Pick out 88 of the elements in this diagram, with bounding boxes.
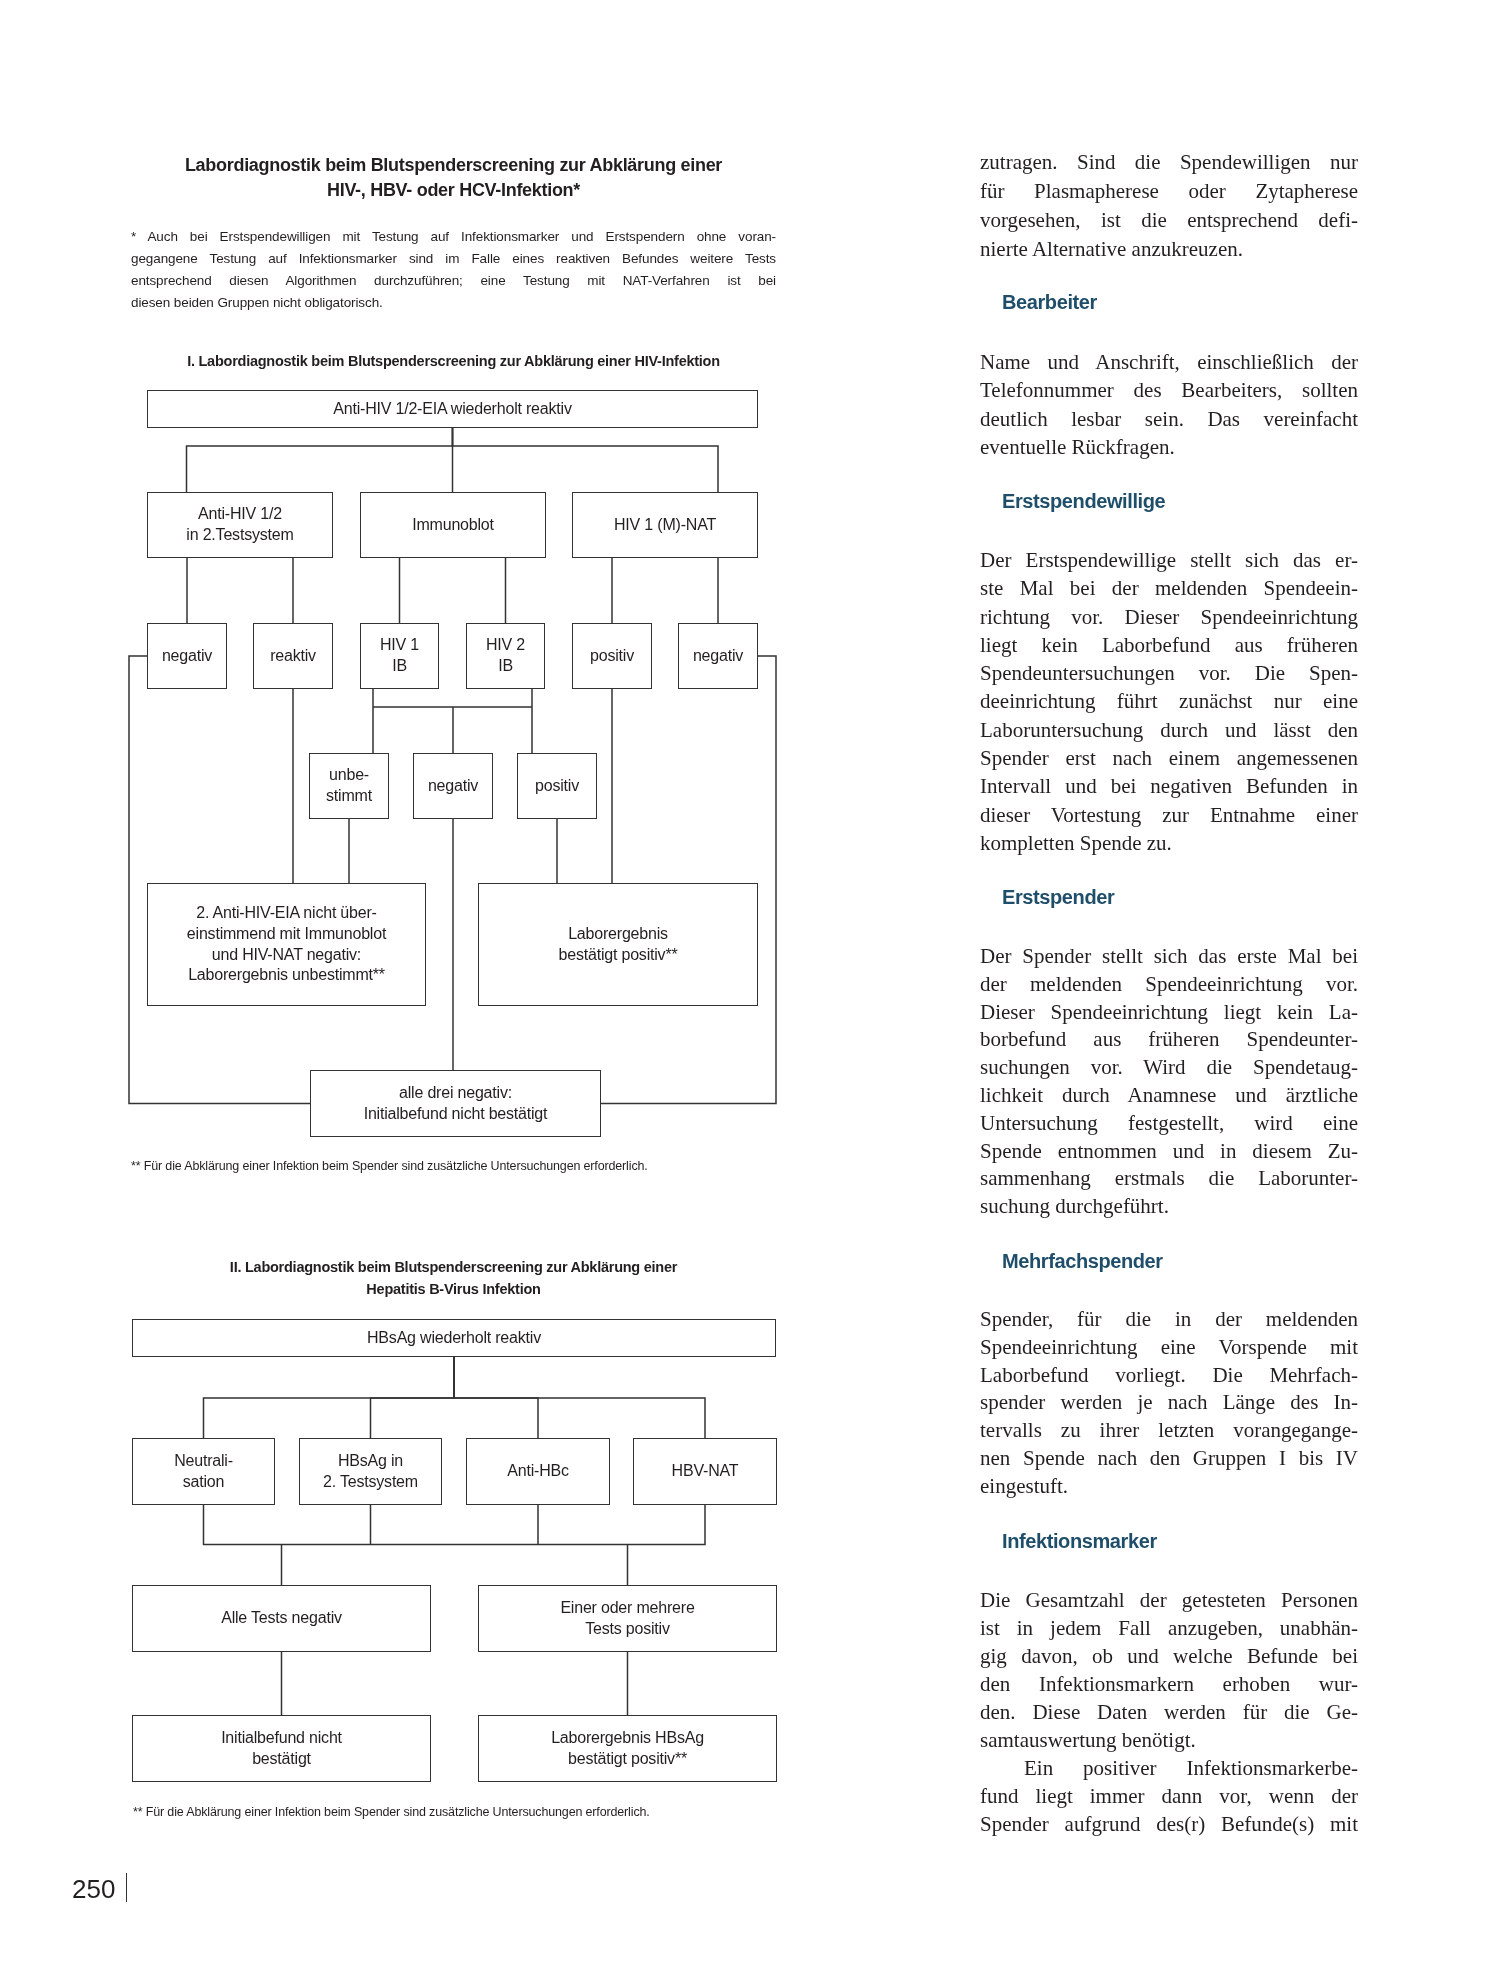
connector-line xyxy=(292,557,294,624)
box-label: Immunoblot xyxy=(412,514,494,535)
box-label: Neutrali- sation xyxy=(174,1450,233,1492)
connector-line xyxy=(186,557,188,624)
connector-line xyxy=(372,688,533,754)
section-heading: Erstspender xyxy=(1002,885,1115,909)
box-label: Anti-HIV 1/2-EIA wiederholt reaktiv xyxy=(333,398,572,419)
body-paragraph: Der Spender stellt sich das erste Mal bei der meldenden Spendeeinrichtung vor. Dieser Spendeeinrichtung liegt kein La- borbefund aus früheren Spendeunter- suchungen vor. Wird die Spendetaug- lichkeit durch Anamnese und ärztliche Untersuchung festgestellt, wird eine Spende entnommen und in diesem Zu- sammenhang erstmals die Laborunter- suchung durchgeführt. xyxy=(980,943,1358,1221)
box-label: unbe- stimmt xyxy=(326,765,372,806)
body-paragraph: Name und Anschrift, einschließlich der Telefonnummer des Bearbeiters, sollten deutlich lesbar sein. Das vereinfacht eventuelle Rückfragen. xyxy=(980,349,1358,462)
flowchart-box xyxy=(413,753,493,819)
flowchart-box xyxy=(633,1438,777,1505)
connector-line xyxy=(452,818,454,1071)
box-label: 2. Anti-HIV-EIA nicht über- einstimmend mit Immunoblot und HIV-NAT negativ: Laborergebnis unbestimmt** xyxy=(186,902,387,986)
flowchart-box xyxy=(572,492,758,558)
connector-line xyxy=(556,818,558,884)
flowchart-box xyxy=(132,1715,431,1782)
connector-line xyxy=(626,1651,629,1716)
connector-line xyxy=(453,1356,706,1439)
connector-line xyxy=(398,557,401,624)
box-label: Laborergebnis HBsAg bestätigt positiv** xyxy=(551,1727,704,1769)
box-label: HIV 1 IB xyxy=(380,635,419,676)
box-label: reaktiv xyxy=(270,645,316,666)
box-label: positiv xyxy=(535,775,579,796)
box-label: negativ xyxy=(427,775,479,796)
body-paragraph: Die Gesamtzahl der getesteten Personen ist in jedem Fall anzugeben, unabhän- gig davon, ob und welche Befunde bei den Infektionsmarkern erhoben wur- den. Diese Daten werden für die Ge- samtauswertung benötigt. xyxy=(980,1587,1358,1754)
flowchart-box xyxy=(678,623,758,689)
flowchart-box xyxy=(478,883,758,1006)
footnote: * Auch bei Erstspendewilligen mit Testung auf Infektionsmarker und Erstspendern ohne voran- gegangene Testung auf Infektionsmarker sind im Falle eines reaktiven Befundes weitere Tests entsprechend diesen Algorithmen durchzuführen; eine Testung mit NAT-Verfahren ist bei diesen beiden Gruppen nicht obligatorisch. xyxy=(131,228,776,313)
box-label: HBV-NAT xyxy=(671,1461,739,1482)
flowchart-box xyxy=(147,883,426,1006)
body-paragraph: Spender, für die in der meldenden Spendeeinrichtung eine Vorspende mit Laborbefund vorliegt. Die Mehrfach- spender werden je nach Länge des In- tervalls zu ihrer letzten vorangegange- nen Spende nach den Gruppen I bis IV eingestuft. xyxy=(980,1306,1358,1500)
body-paragraph: Der Erstspendewillige stellt sich das er- ste Mal bei der meldenden Spendeein- richtung vor. Dieser Spendeeinrichtung liegt kein Laborbefund aus früheren Spendeuntersuchungen vor. Die Spen- deeinrichtung führt zunächst nur eine Laboruntersuchung durch und lässt den Spender erst nach einem angemessenen Intervall und bei negativen Befunden in dieser Vortestung zur Entnahme einer kompletten Spende zu. xyxy=(980,547,1358,857)
footnote: ** Für die Abklärung einer Infektion beim Spender sind zusätzliche Untersuchungen erforderlich. xyxy=(131,1158,648,1175)
flowchart-box xyxy=(478,1715,777,1782)
flowchart-box xyxy=(466,1438,610,1505)
connector-line xyxy=(611,688,613,884)
box-label: Laborergebnis bestätigt positiv** xyxy=(558,923,678,965)
flowchart-box xyxy=(253,623,333,689)
section-heading: Erstspendewillige xyxy=(1002,489,1166,513)
connector-line xyxy=(600,655,777,1105)
flowchart-box xyxy=(132,1319,776,1357)
connector-line xyxy=(504,557,507,624)
box-label: negativ xyxy=(692,645,744,666)
page-number: 250 xyxy=(72,1874,116,1904)
connector-line xyxy=(202,1504,706,1586)
footnote: ** Für die Abklärung einer Infektion beim Spender sind zusätzliche Untersuchungen erforderlich. xyxy=(133,1804,650,1821)
box-label: positiv xyxy=(590,645,634,666)
flowchart-box xyxy=(309,753,389,819)
flowchart-box xyxy=(310,1070,601,1137)
flowchart-box xyxy=(132,1585,431,1652)
flowchart-box xyxy=(466,623,545,689)
box-label: alle drei negativ: Initialbefund nicht bestätigt xyxy=(363,1082,548,1124)
section-heading: Infektionsmarker xyxy=(1002,1529,1157,1553)
body-paragraph: Ein positiver Infektionsmarkerbe- fund liegt immer dann vor, wenn der Spender aufgrund des(r) Befunde(s) mit xyxy=(980,1755,1358,1838)
flowchart-box xyxy=(147,623,227,689)
flowchart-box xyxy=(147,492,333,558)
connector-line xyxy=(717,557,719,624)
box-label: Einer oder mehrere Tests positiv xyxy=(560,1597,695,1639)
connector-line xyxy=(348,818,350,884)
box-label: Anti-HBc xyxy=(507,1461,569,1482)
flowchart-box xyxy=(132,1438,275,1505)
flowchart-box xyxy=(299,1438,442,1505)
box-label: HBsAg in 2. Testsystem xyxy=(323,1450,418,1492)
flowchart-box xyxy=(360,492,546,558)
connector-line xyxy=(611,557,613,624)
flowchart-box xyxy=(478,1585,777,1652)
diagram-title: Labordiagnostik beim Blutspenderscreening zur Abklärung einer HIV-, HBV- oder HCV-Infektion* xyxy=(184,154,723,202)
chart-subtitle: II. Labordiagnostik beim Blutspenderscreening zur Abklärung einer Hepatitis B-Virus Infektion xyxy=(229,1258,678,1299)
box-label: negativ xyxy=(161,645,213,666)
box-label: HBsAg wiederholt reaktiv xyxy=(367,1327,541,1348)
flowchart-box xyxy=(147,390,758,428)
connector-line xyxy=(292,688,294,884)
flowchart-box xyxy=(360,623,439,689)
box-label: Anti-HIV 1/2 in 2.Testsystem xyxy=(186,504,294,545)
connector-line xyxy=(280,1651,283,1716)
section-heading: Mehrfachspender xyxy=(1002,1249,1163,1273)
box-label: HIV 1 (M)-NAT xyxy=(614,514,716,535)
connector-line xyxy=(451,427,719,493)
box-label: HIV 2 IB xyxy=(486,635,525,676)
body-paragraph: zutragen. Sind die Spendewilligen nur für Plasmapherese oder Zytapherese vorgesehen, ist die entsprechend defi- nierte Alternative anzukreuzen. xyxy=(980,149,1358,263)
connector-line xyxy=(128,655,311,1105)
box-label: Initialbefund nicht bestätigt xyxy=(221,1727,342,1769)
chart-subtitle: I. Labordiagnostik beim Blutspenderscreening zur Abklärung einer HIV-Infektion xyxy=(187,352,720,371)
flowchart-box xyxy=(517,753,597,819)
box-label: Alle Tests negativ xyxy=(221,1608,342,1629)
flowchart-box xyxy=(572,623,652,689)
section-heading: Bearbeiter xyxy=(1002,290,1097,314)
